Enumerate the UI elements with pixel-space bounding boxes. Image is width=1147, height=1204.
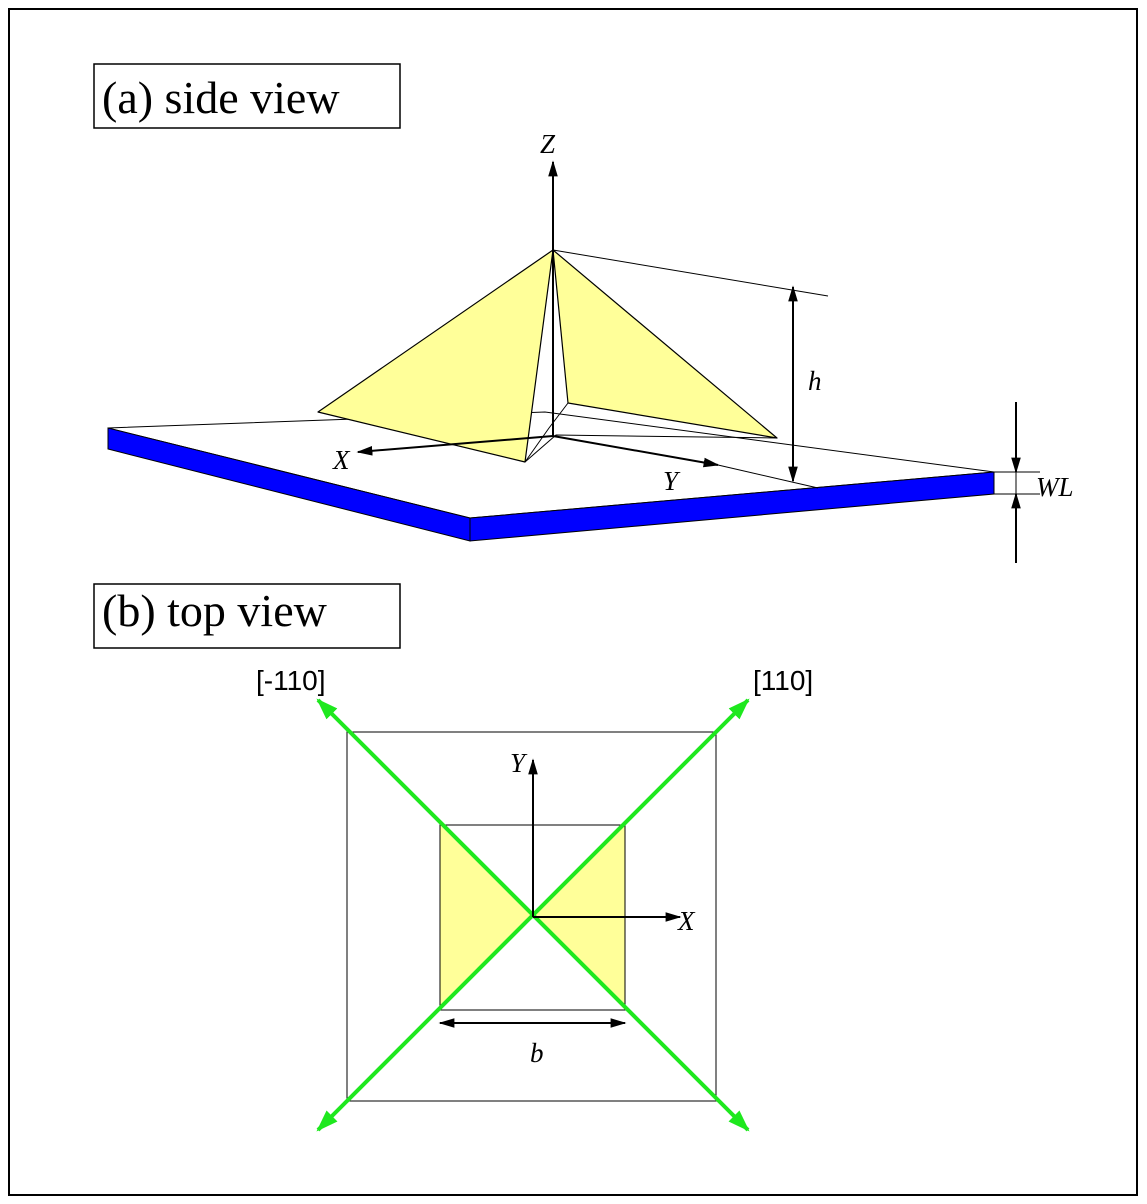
side-view-panel: (a) side view Z X Y h WL <box>93 63 1074 563</box>
side-view-title-box <box>93 63 401 129</box>
height-extension-bottom <box>717 464 819 489</box>
top-view-title: (b) top view <box>102 585 328 636</box>
height-label: h <box>808 366 822 396</box>
side-view-title: (a) side view <box>102 72 340 123</box>
x-axis-arrow <box>356 435 554 456</box>
base-label: b <box>530 1038 544 1068</box>
pyramid-left-face <box>317 249 554 463</box>
pyramid-right-face <box>552 249 778 439</box>
wetting-layer-label: WL <box>1036 472 1074 502</box>
y-axis-arrow <box>552 435 720 468</box>
wetting-layer-right-end <box>993 471 1017 495</box>
x-axis-label: X <box>332 445 351 475</box>
z-axis-label: Z <box>540 129 556 159</box>
top-x-axis-label: X <box>677 906 696 936</box>
pyramid-cutaway-edge <box>524 402 569 463</box>
top-view-panel: (b) top view b [-110] [110] Y X <box>93 583 813 1132</box>
pyramid-interior-base <box>524 434 778 463</box>
height-extension-top <box>552 249 829 297</box>
y-axis-label: Y <box>663 466 681 496</box>
direction-minus-110-label: [-110] <box>256 665 326 696</box>
top-view-title-box <box>93 583 401 649</box>
top-y-axis-label: Y <box>510 748 528 778</box>
direction-110-label: [110] <box>753 665 813 696</box>
